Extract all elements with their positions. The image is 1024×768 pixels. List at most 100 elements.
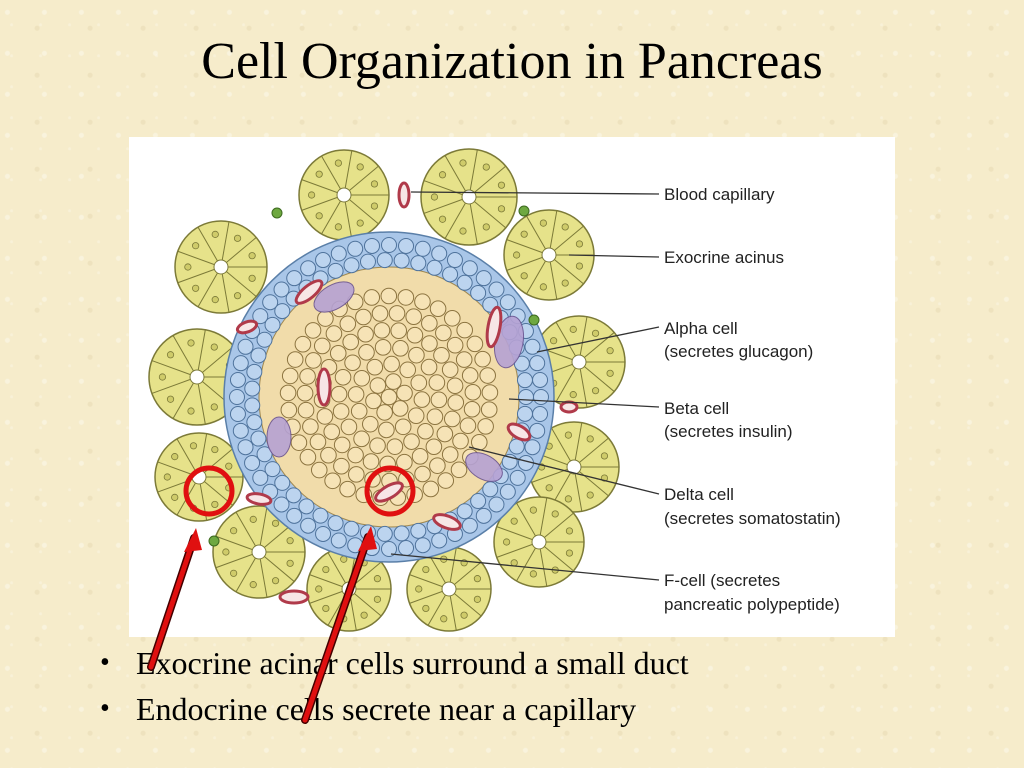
blood-capillaries — [208, 181, 579, 605]
acinar-cell-border — [449, 595, 457, 631]
acinar-nucleus — [334, 159, 342, 167]
exocrine-acinus — [503, 209, 595, 301]
beta-cell — [316, 408, 334, 425]
alpha-cell — [250, 430, 267, 447]
beta-cell — [309, 433, 327, 451]
beta-cell — [447, 394, 465, 411]
beta-cell — [286, 351, 304, 368]
acinar-nucleus — [322, 604, 330, 613]
exocrine-acinus — [212, 505, 306, 599]
beta-cell — [369, 437, 386, 454]
alpha-cell — [393, 252, 410, 269]
alpha-cell — [347, 240, 364, 257]
beta-cell — [353, 369, 371, 387]
beta-cell — [324, 472, 341, 490]
acinar-cell-border — [539, 548, 548, 587]
acinar-cell-border — [226, 271, 257, 297]
acinar-cell-border — [197, 383, 206, 425]
acinar-nucleus — [271, 519, 280, 527]
beta-cell — [317, 310, 334, 327]
beta-cell — [408, 346, 425, 364]
alpha-cell — [347, 537, 364, 554]
alpha-cell — [330, 245, 347, 262]
acinar-cell-border — [259, 558, 268, 598]
leader-line — [468, 446, 660, 495]
acinar-nucleus — [171, 453, 179, 461]
alpha-cell — [482, 481, 499, 498]
f-cell — [271, 207, 283, 219]
beta-cell — [446, 377, 464, 395]
beta-cell — [443, 309, 461, 327]
beta-cell — [355, 486, 373, 504]
acinar-nucleus — [308, 191, 316, 199]
beta-cell — [443, 410, 461, 428]
acinar-nucleus — [187, 407, 195, 415]
alpha-cell — [508, 438, 525, 455]
acinar-nucleus — [370, 180, 379, 188]
acinar-cell-border — [526, 215, 546, 250]
label-alpha-cell: Alpha cell — [664, 319, 738, 338]
beta-cell — [406, 486, 423, 503]
alpha-cell — [246, 363, 263, 380]
beta-cell — [280, 401, 298, 419]
acinar-cell-border — [474, 201, 507, 229]
alpha-cell — [232, 355, 249, 372]
beta-cell — [388, 305, 406, 322]
beta-cell — [394, 418, 412, 436]
pancreas-islet-figure: Blood capillary Exocrine acinus Alpha ce… — [129, 137, 895, 637]
alpha-cell — [414, 537, 431, 554]
acinar-nucleus — [315, 212, 323, 220]
alpha-cell — [327, 262, 344, 279]
acinar-nucleus — [606, 347, 614, 355]
acinar-cell-border — [235, 557, 256, 593]
alpha-cell — [529, 422, 546, 439]
acinar-cell-border — [469, 203, 478, 245]
beta-cell — [407, 407, 425, 425]
acinar-cell-border — [344, 201, 353, 240]
beta-cell — [348, 466, 365, 483]
acinar-nucleus — [166, 395, 175, 403]
islet-illustration: Blood capillary Exocrine acinus Alpha ce… — [148, 148, 841, 632]
acinar-cell-border — [469, 149, 478, 191]
acinar-cell-border — [344, 150, 353, 189]
alpha-cell — [244, 454, 261, 471]
acinar-nucleus — [211, 500, 219, 509]
acinar-nucleus — [561, 223, 569, 231]
beta-cell — [396, 384, 413, 402]
acinar-nucleus — [510, 559, 518, 567]
acinar-nucleus — [192, 284, 200, 292]
blood-capillary — [485, 305, 503, 349]
alpha-cell — [470, 284, 487, 301]
alpha-cell — [237, 439, 254, 456]
acinar-nucleus — [586, 435, 594, 443]
acinar-nucleus — [512, 251, 521, 259]
acinar-duct-lumen — [461, 189, 477, 205]
label-f-cell: F-cell (secretes — [664, 571, 780, 590]
acinar-nucleus — [591, 329, 600, 337]
acinar-cell-border — [574, 473, 583, 512]
acinar-cell-border — [574, 422, 583, 461]
alpha-cell — [475, 507, 492, 524]
leader-line — [568, 254, 660, 258]
acinar-cell-border — [221, 273, 230, 313]
beta-cell — [302, 418, 319, 435]
beta-cell — [414, 293, 431, 311]
exocrine-acinus — [298, 149, 390, 241]
beta-cell — [333, 436, 351, 454]
acinar-nucleus — [575, 262, 584, 270]
acinar-nucleus — [539, 219, 547, 227]
beta-cell — [297, 401, 315, 419]
beta-cell — [397, 289, 415, 306]
acinar-nucleus — [189, 442, 198, 450]
alpha-cell — [286, 507, 303, 524]
beta-cell — [380, 388, 398, 406]
beta-cell — [429, 300, 447, 318]
beta-cell — [420, 358, 438, 376]
alpha-cell — [456, 503, 473, 520]
alpha-cell — [376, 525, 393, 542]
alpha-cell — [410, 255, 427, 272]
beta-cell — [332, 403, 350, 420]
acinar-nucleus — [249, 581, 257, 589]
beta-cell — [355, 308, 372, 326]
acinar-nucleus — [356, 219, 364, 227]
